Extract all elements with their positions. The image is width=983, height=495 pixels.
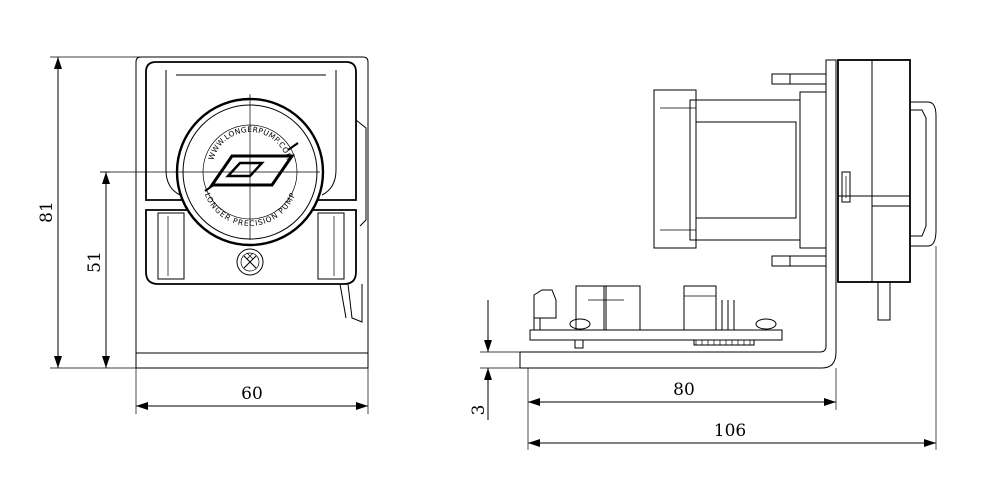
side-pump-head: [837, 59, 937, 321]
dim-60-label: 60: [241, 384, 263, 404]
front-center-lines: [100, 94, 320, 240]
screw-icon: [236, 248, 264, 276]
side-stepper-motor: [653, 73, 827, 267]
dim-3-label: 3: [469, 405, 489, 416]
dim-81-label: 81: [37, 201, 57, 223]
dim-106-label: 106: [714, 421, 746, 441]
logo-mark: [204, 142, 299, 192]
side-pcb: [529, 285, 783, 349]
dim-51-label: 51: [85, 251, 105, 273]
side-base-plate: [519, 59, 837, 369]
dim-80-label: 80: [673, 380, 695, 400]
dimension-lines: 81 51 60 3 80 106: [37, 56, 937, 450]
side-view: [519, 59, 937, 369]
front-housing-outline: [135, 56, 369, 369]
front-view: WWW.LONGERPUMP.COM LONGER PRECISION PUMP: [100, 56, 369, 369]
